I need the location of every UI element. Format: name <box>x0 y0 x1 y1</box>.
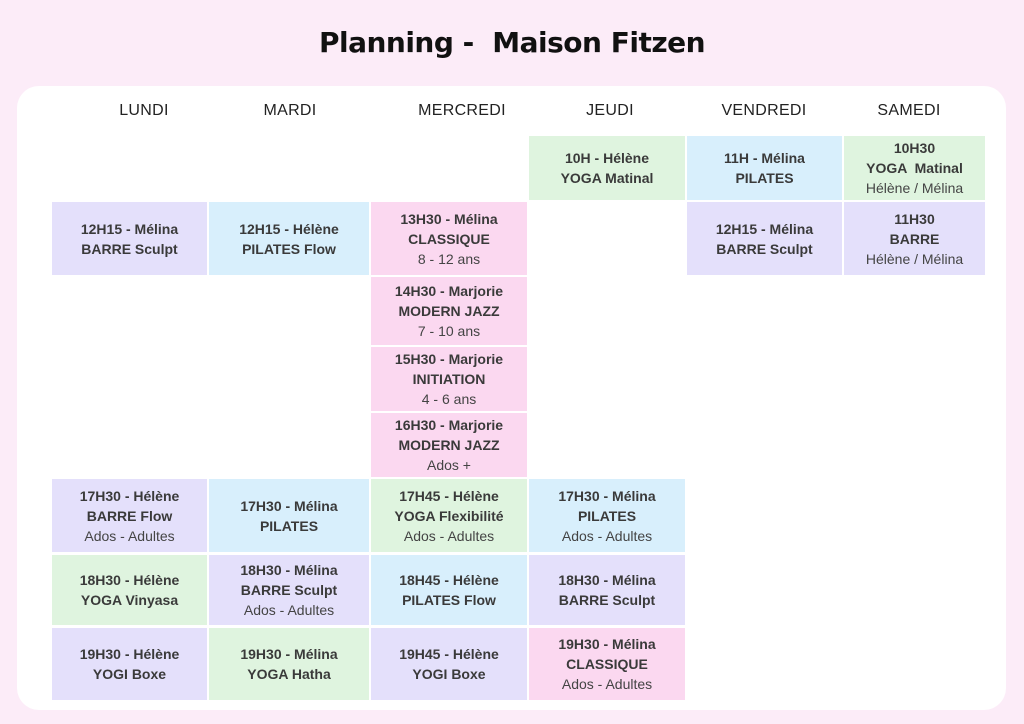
class-audience: 7 - 10 ans <box>417 323 481 339</box>
class-name: PILATES <box>259 517 319 534</box>
class-time-teacher: 10H30 <box>893 140 936 156</box>
class-name: PILATES Flow <box>402 592 496 608</box>
class-audience: 8 - 12 ans <box>417 250 481 267</box>
class-name: CLASSIQUE <box>408 230 490 247</box>
class-time-teacher: 16H30 - Marjorie <box>394 417 504 433</box>
class-time-teacher: 19H30 - Mélina <box>558 636 656 652</box>
class-time-teacher: 11H30 <box>894 210 935 227</box>
class-time-teacher: 12H15 - Hélène <box>239 220 339 237</box>
class-time-teacher: 18H30 - Mélina <box>558 572 656 588</box>
class-name: BARRE <box>889 230 940 247</box>
class-audience: Ados - Adultes <box>561 676 653 692</box>
day-header-jeudi: JEUDI <box>586 102 634 119</box>
class-time-teacher: 17H30 - Mélina <box>558 487 656 504</box>
class-time-teacher: 15H30 - Marjorie <box>394 351 504 367</box>
class-audience: Ados + <box>427 457 471 473</box>
class-name: YOGA Hatha <box>247 666 331 682</box>
day-header-mercredi: MERCREDI <box>418 102 506 119</box>
class-name: BARRE Flow <box>86 507 173 524</box>
page-title: Planning - Maison Fitzen <box>318 26 706 59</box>
class-name: YOGI Boxe <box>92 666 167 682</box>
class-name: PILATES <box>577 507 637 524</box>
class-time-teacher: 17H45 - Hélène <box>399 487 499 504</box>
class-audience: Ados - Adultes <box>403 527 495 544</box>
class-name: CLASSIQUE <box>566 656 648 672</box>
class-audience: Hélène / Mélina <box>865 180 964 196</box>
class-time-teacher: 17H30 - Mélina <box>240 497 338 514</box>
class-time-teacher: 14H30 - Marjorie <box>394 283 504 299</box>
class-audience: Ados - Adultes <box>243 602 335 618</box>
class-time-teacher: 19H30 - Hélène <box>79 646 180 662</box>
class-time-teacher: 11H - Mélina <box>724 150 805 166</box>
class-name: BARRE Sculpt <box>716 240 813 257</box>
class-time-teacher: 18H45 - Hélène <box>399 572 499 588</box>
class-name: MODERN JAZZ <box>398 437 500 453</box>
class-name: YOGA Vinyasa <box>80 592 179 608</box>
day-header-samedi: SAMEDI <box>877 102 941 119</box>
class-time-teacher: 19H30 - Mélina <box>240 646 338 662</box>
class-time-teacher: 18H30 - Hélène <box>79 572 180 588</box>
class-name: BARRE Sculpt <box>81 240 178 257</box>
class-name: BARRE Sculpt <box>558 592 656 608</box>
class-name: PILATES Flow <box>242 240 336 257</box>
class-time-teacher: 10H - Hélène <box>564 150 650 166</box>
day-header-lundi: LUNDI <box>119 102 169 119</box>
class-name: MODERN JAZZ <box>398 303 500 319</box>
class-audience: Ados - Adultes <box>84 527 175 544</box>
class-time-teacher: 17H30 - Hélène <box>79 487 180 504</box>
class-name: BARRE Sculpt <box>240 582 338 598</box>
class-time-teacher: 19H45 - Hélène <box>399 646 499 662</box>
class-audience: 4 - 6 ans <box>421 391 477 407</box>
class-time-teacher: 12H15 - Mélina <box>80 220 179 237</box>
day-header-mardi: MARDI <box>263 102 317 119</box>
class-name: YOGA Matinal <box>560 170 654 186</box>
class-audience: Ados - Adultes <box>561 527 653 544</box>
class-name: PILATES <box>735 170 794 186</box>
day-header-vendredi: VENDREDI <box>721 102 807 119</box>
class-name: YOGA Matinal <box>866 160 963 176</box>
class-time-teacher: 18H30 - Mélina <box>240 562 338 578</box>
class-name: YOGI Boxe <box>412 666 486 682</box>
class-name: YOGA Flexibilité <box>394 507 504 524</box>
class-time-teacher: 13H30 - Mélina <box>400 210 498 227</box>
class-audience: Hélène / Mélina <box>865 250 964 267</box>
class-name: INITIATION <box>412 371 486 387</box>
class-time-teacher: 12H15 - Mélina <box>715 220 814 237</box>
